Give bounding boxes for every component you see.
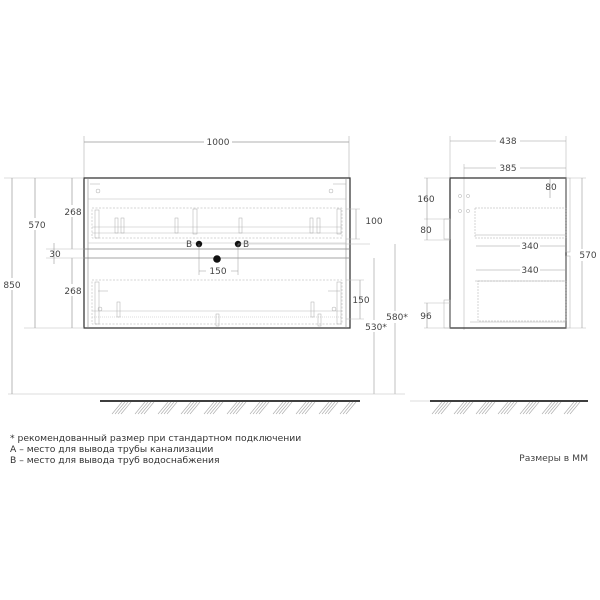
side-outline xyxy=(449,177,567,329)
cabinet-outline xyxy=(83,177,351,329)
top-section-height-dimension: 268 xyxy=(64,208,81,218)
note-b-water: B – место для вывода труб водоснабжения xyxy=(10,455,220,466)
pipe-b-left-label: B xyxy=(186,240,192,250)
gap-height-dimension: 30 xyxy=(49,250,61,260)
bottom-drawer-height-dimension: 150 xyxy=(352,296,369,306)
top-offset-dimension: 160 xyxy=(417,195,434,205)
bottom-drawer-depth-dimension: 340 xyxy=(521,266,538,276)
floor-hatching xyxy=(111,401,357,415)
side-height-dimension: 570 xyxy=(579,251,596,261)
top-drawer-depth-dimension: 340 xyxy=(521,242,538,252)
front-view: 1000 xyxy=(0,136,408,415)
units-note: Размеры в ММ xyxy=(519,453,588,464)
bottom-offset-dimension: 96 xyxy=(420,312,432,322)
bottom-section-height-dimension: 268 xyxy=(64,287,81,297)
dim-580: 580* xyxy=(386,313,408,323)
top-right-80-dimension: 80 xyxy=(545,183,557,193)
note-recommended: * рекомендованный размер при стандартном… xyxy=(10,433,302,444)
top-drawer-height-dimension: 100 xyxy=(365,217,382,227)
bracket-height-dimension: 80 xyxy=(420,226,432,236)
pipe-b-right-label: B xyxy=(243,240,249,250)
side-floor-hatching xyxy=(431,401,581,415)
dim-530: 530* xyxy=(365,323,387,333)
pipe-a-dot xyxy=(213,255,221,263)
depth-dimension: 438 xyxy=(499,137,516,147)
legend-notes: * рекомендованный размер при стандартном… xyxy=(10,433,301,466)
width-dimension: 1000 xyxy=(207,138,230,148)
side-view: 438 385 160 80 96 xyxy=(410,136,597,415)
total-height-dimension: 850 xyxy=(3,281,20,291)
inner-depth-dimension: 385 xyxy=(499,164,516,174)
note-a-sewer: A – место для вывода трубы канализации xyxy=(10,444,214,455)
cabinet-height-dimension: 570 xyxy=(28,221,45,231)
pipe-spacing-dimension: 150 xyxy=(209,267,226,277)
